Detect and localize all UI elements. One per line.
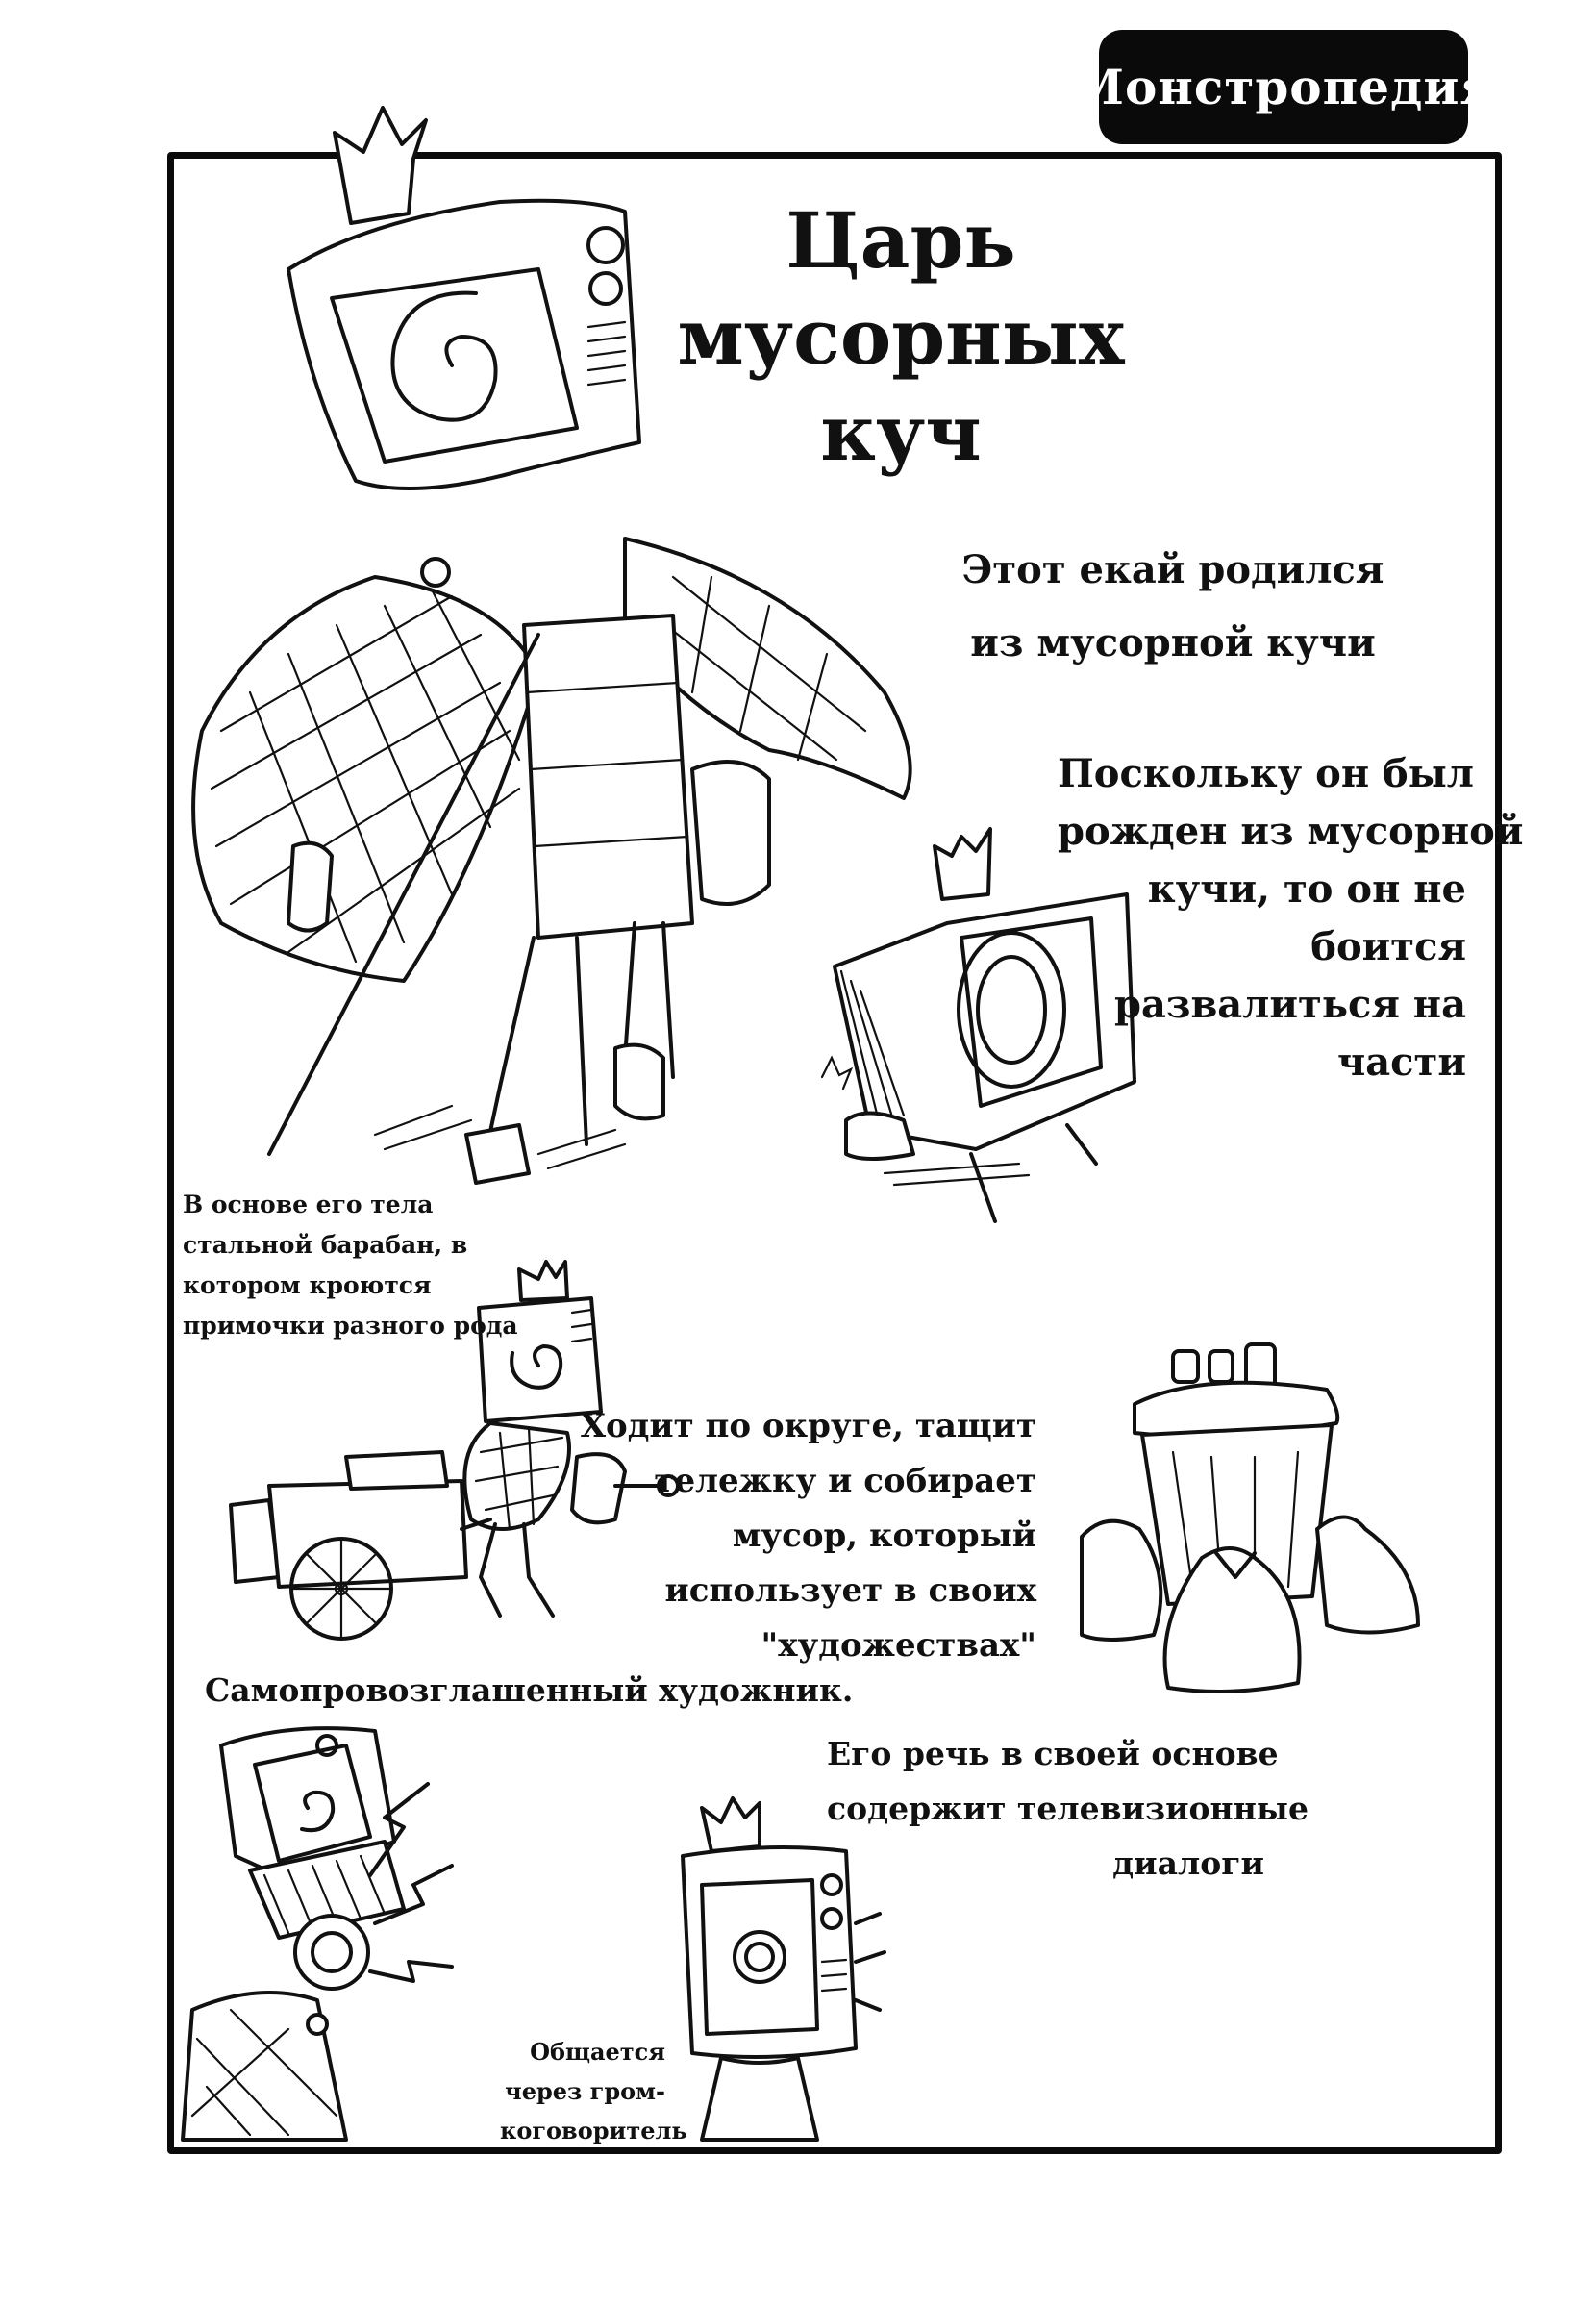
intro-line: Этот екай родился	[961, 547, 1384, 592]
entry-title-line: Царь	[786, 195, 1016, 286]
trash-bag	[1315, 1515, 1420, 1635]
speech-line: диалоги	[1112, 1844, 1264, 1882]
small-crown-icon	[933, 827, 992, 901]
brooch	[420, 557, 451, 588]
cart-figure-illustration	[229, 1260, 680, 1641]
page-frame	[167, 152, 1502, 2154]
trash-bag	[1162, 1546, 1302, 1693]
entry-title-line: мусорных	[677, 291, 1125, 382]
walks-around-text: Ходит по округе, тащит тележку и собирае…	[577, 1399, 1036, 1673]
born-from-trash-text: Поскольку он был рожден из мусорной кучи…	[1058, 745, 1524, 1091]
drum-caption-line: котором кроются	[183, 1271, 432, 1299]
entry-title-line: куч	[820, 388, 982, 478]
drum-caption-line: стальной барабан, в	[183, 1231, 468, 1259]
born-line: части	[1336, 1040, 1466, 1085]
drum-caption: В основе его тела стальной барабан, в ко…	[183, 1185, 529, 1346]
monstropedia-badge: Монстропедия	[1071, 30, 1495, 144]
speech-text: Его речь в своей основе содержит телевиз…	[827, 1726, 1309, 1891]
speech-line: Его речь в своей основе	[827, 1735, 1279, 1772]
loudspeaker-caption: Общается через гром- коговоритель	[500, 2032, 687, 2150]
small-crown-icon	[700, 1796, 761, 1853]
born-line: рожден из мусорной	[1058, 809, 1524, 854]
loudspeaker-line: коговоритель	[500, 2117, 687, 2145]
drum-caption-line: примочки разного рода	[183, 1312, 518, 1340]
spiral-icon	[390, 290, 498, 422]
walks-line: использует в своих	[664, 1571, 1036, 1610]
trash-bag	[1080, 1518, 1163, 1642]
intro-line: из мусорной кучи	[970, 620, 1376, 665]
crown-icon	[333, 106, 428, 225]
speech-line: содержит телевизионные	[827, 1790, 1309, 1827]
cape-left	[191, 575, 540, 983]
drum-caption-line: В основе его тела	[183, 1191, 434, 1218]
trash-can-illustration	[1080, 1342, 1420, 1693]
entry-title: Царь мусорных куч	[673, 192, 1129, 481]
loudspeaker-line: Общается	[530, 2038, 665, 2066]
trash-can-body	[1140, 1423, 1334, 1606]
born-line: кучи, то он не	[1147, 866, 1466, 912]
loudspeaker-line: через гром-	[505, 2077, 665, 2105]
born-line: Поскольку он был	[1058, 751, 1475, 796]
born-line: боится	[1310, 924, 1466, 969]
loudspeaker-figure-illustration	[181, 1726, 454, 2142]
cape-right	[623, 537, 912, 800]
barrel-body	[522, 614, 694, 940]
badge-label: Монстропедия	[1070, 59, 1497, 115]
talking-tv-illustration	[681, 1796, 886, 2142]
main-figure-illustration	[191, 106, 912, 1185]
walks-line: тележку и собирает	[654, 1462, 1036, 1500]
artist-caption: Самопровозглашенный художник.	[205, 1671, 854, 1709]
fallen-tv-illustration	[820, 827, 1136, 1223]
born-line: развалиться на	[1114, 982, 1466, 1027]
loudspeaker	[293, 1914, 370, 1991]
walks-line: Ходит по округе, тащит	[580, 1407, 1036, 1445]
walks-line: "художествах"	[761, 1626, 1036, 1665]
intro-text: Этот екай родился из мусорной кучи	[923, 534, 1423, 680]
walks-line: мусор, который	[732, 1517, 1036, 1555]
